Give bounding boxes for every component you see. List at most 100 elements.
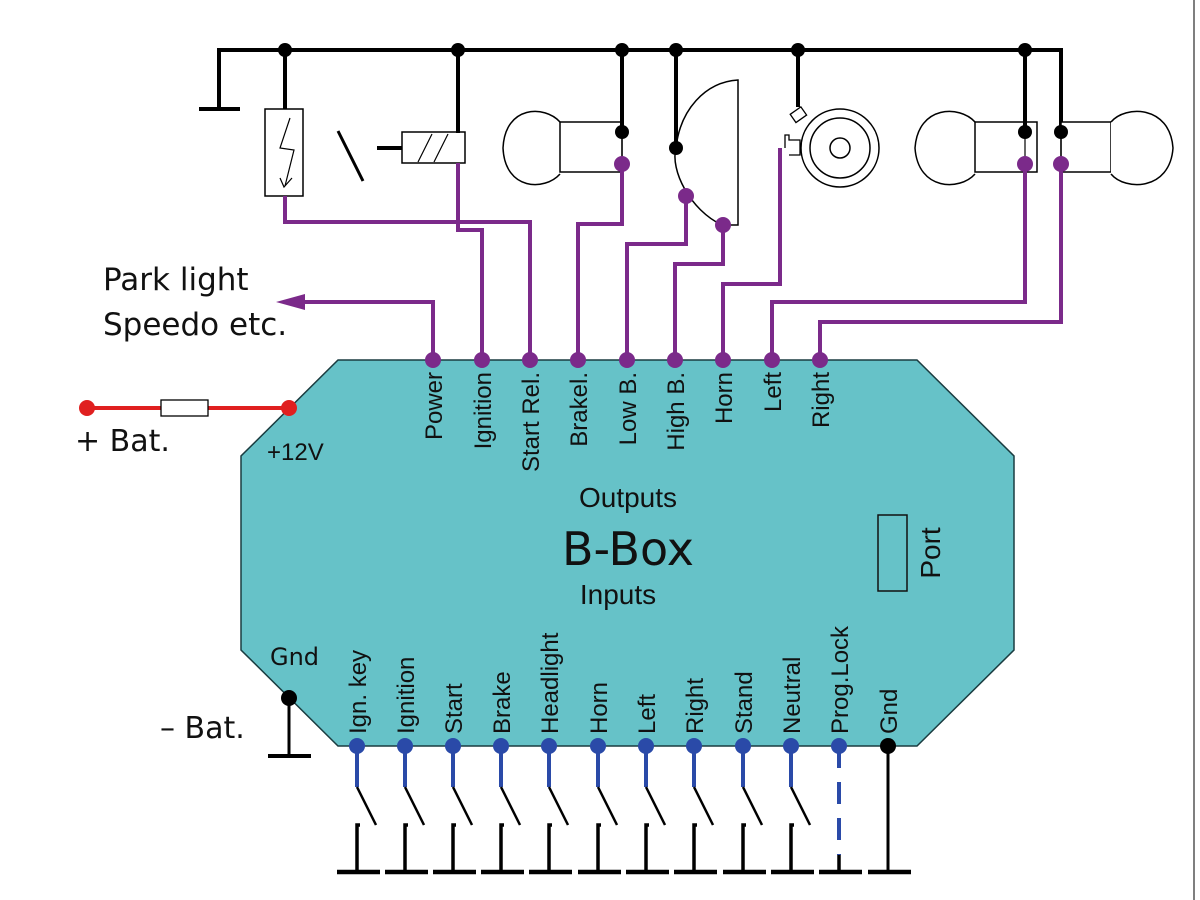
input-neutral — [771, 738, 814, 875]
component-terminal — [614, 156, 630, 172]
output-pin-brakel[interactable] — [570, 352, 586, 368]
input-right — [674, 738, 717, 875]
switch-contact[interactable] — [451, 786, 474, 826]
input-label-gnd: Gnd — [876, 689, 903, 734]
input-brake — [481, 738, 524, 875]
input-label-prog-lock: Prog.Lock — [827, 625, 854, 734]
switch-contact[interactable] — [499, 786, 522, 826]
input-pin[interactable] — [735, 738, 751, 754]
input-label-horn: Horn — [586, 682, 613, 734]
output-pin-right[interactable] — [812, 352, 828, 368]
output-label-horn: Horn — [711, 372, 738, 424]
minus-bat-label: – Bat. — [160, 711, 245, 746]
component-terminal — [1017, 156, 1033, 172]
output-wire-left — [770, 164, 1027, 360]
right-indicator-bulb — [1060, 110, 1174, 186]
switch-contact[interactable] — [403, 786, 426, 826]
output-pin-horn[interactable] — [715, 352, 731, 368]
input-pin[interactable] — [638, 738, 654, 754]
input-pin[interactable] — [493, 738, 509, 754]
park-light-arrow — [276, 294, 305, 310]
input-left — [626, 738, 669, 875]
input-pin[interactable] — [397, 738, 413, 754]
input-label-ignition: Ignition — [393, 657, 420, 734]
switch-contact[interactable] — [355, 786, 378, 826]
relay-contact — [336, 130, 365, 182]
input-pin[interactable] — [541, 738, 557, 754]
output-pin-ignition[interactable] — [474, 352, 490, 368]
input-label-left: Left — [634, 694, 661, 734]
programming-port[interactable] — [877, 514, 908, 592]
brake-light-bulb — [502, 110, 623, 186]
annotation-speedo: Speedo etc. — [103, 307, 287, 343]
input-wires — [337, 738, 911, 875]
output-label-power: Power — [421, 372, 448, 440]
output-wire-ignition — [456, 163, 484, 360]
output-label-left: Left — [760, 372, 787, 412]
input-pin[interactable] — [445, 738, 461, 754]
input-label-stand: Stand — [731, 671, 758, 734]
input-prog-lock — [819, 738, 862, 875]
input-pin[interactable] — [349, 738, 365, 754]
b-box-body — [240, 359, 1015, 747]
component-terminal — [678, 188, 694, 204]
input-pin[interactable] — [880, 738, 896, 754]
switch-contact[interactable] — [692, 786, 715, 826]
output-pin-left[interactable] — [764, 352, 780, 368]
input-stand — [723, 738, 766, 875]
starter-relay — [336, 130, 466, 182]
fuse — [160, 399, 209, 417]
output-label-low-b: Low B. — [615, 372, 642, 445]
switch-contact[interactable] — [789, 786, 812, 826]
output-pin-power[interactable] — [425, 352, 441, 368]
input-pin[interactable] — [686, 738, 702, 754]
battery-positive — [79, 399, 297, 417]
input-headlight — [529, 738, 572, 875]
output-label-brakel: Brakel. — [566, 372, 593, 447]
b-box-title: B-Box — [562, 522, 694, 576]
switch-contact[interactable] — [547, 786, 570, 826]
left-indicator-bulb — [914, 110, 1038, 186]
input-label-brake: Brake — [489, 671, 516, 734]
output-pin-start-rel[interactable] — [522, 352, 538, 368]
output-pin-high-b[interactable] — [667, 352, 683, 368]
arrow-icon — [279, 177, 293, 189]
output-wire-low-b — [625, 196, 688, 360]
annotation-park-light: Park light — [103, 262, 249, 298]
switch-contact[interactable] — [741, 786, 764, 826]
input-pin[interactable] — [783, 738, 799, 754]
output-wire-right — [818, 164, 1063, 360]
output-label-high-b: High B. — [663, 372, 690, 451]
output-wire-power — [305, 300, 435, 360]
ignition-coil — [264, 108, 304, 197]
input-label-right: Right — [682, 678, 709, 734]
bus-junctions — [278, 43, 1068, 155]
v12-label: +12V — [267, 439, 324, 466]
input-label-headlight: Headlight — [537, 632, 564, 734]
output-wires — [283, 148, 1063, 360]
bus-connections — [283, 50, 1027, 148]
output-pins — [425, 156, 1069, 368]
output-pin-low-b[interactable] — [619, 352, 635, 368]
switch-contact[interactable] — [596, 786, 619, 826]
gnd-label: Gnd — [270, 643, 319, 671]
outputs-label: Outputs — [579, 482, 677, 513]
input-pin[interactable] — [590, 738, 606, 754]
output-wire-brakel — [576, 164, 624, 360]
output-label-right: Right — [808, 372, 835, 428]
battery-negative — [268, 690, 311, 758]
input-label-start: Start — [441, 683, 468, 734]
input-label-neutral: Neutral — [779, 657, 806, 734]
ground-bus — [199, 48, 1063, 130]
component-terminal — [1053, 156, 1069, 172]
inputs-label: Inputs — [580, 579, 656, 610]
output-wire-horn — [721, 148, 782, 360]
input-pin[interactable] — [831, 738, 847, 754]
output-wire-start-rel — [283, 196, 532, 360]
plus-bat-label: + Bat. — [75, 424, 170, 459]
switch-contact[interactable] — [644, 786, 667, 826]
relay-coil — [401, 131, 466, 164]
output-wire-high-b — [673, 225, 725, 360]
